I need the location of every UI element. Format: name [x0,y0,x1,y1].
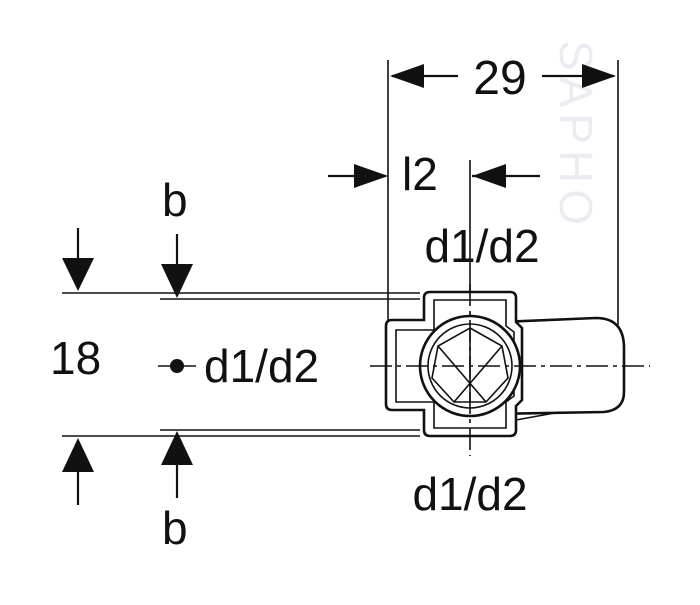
arrowhead-b-top-icon [161,264,193,298]
dimension-29: 29 [387,52,619,330]
dimension-18: 18 [50,228,420,505]
label-port-top: d1/d2 [424,220,539,272]
arrowhead-18-bottom-icon [62,438,94,472]
label-18: 18 [50,332,101,384]
arrowhead-18-top-icon [62,258,94,291]
dimension-b: b b [161,174,193,554]
label-backdrop [458,52,542,100]
label-b-top: b [162,174,188,226]
housing-inner [395,299,515,429]
label-b-bottom: b [162,502,188,554]
label-29: 29 [473,52,526,105]
valve-line-1 [437,345,487,403]
arrowhead-left-icon [390,64,424,88]
port-dot-icon [170,359,184,373]
valve-line-2 [453,345,503,403]
body-edge [515,411,561,421]
arrowhead-b-bottom-icon [161,431,193,465]
arrowhead-l2-right-icon [472,164,506,188]
arrowhead-l2-left-icon [354,164,388,188]
label-l2: l2 [402,148,438,200]
label-port-bottom: d1/d2 [412,468,527,520]
fitting-body [384,290,626,438]
side-port-marker: d1/d2 [158,340,319,392]
dimension-l2: l2 [328,148,540,300]
arrowhead-right-icon [582,64,616,88]
label-port-side: d1/d2 [204,340,319,392]
